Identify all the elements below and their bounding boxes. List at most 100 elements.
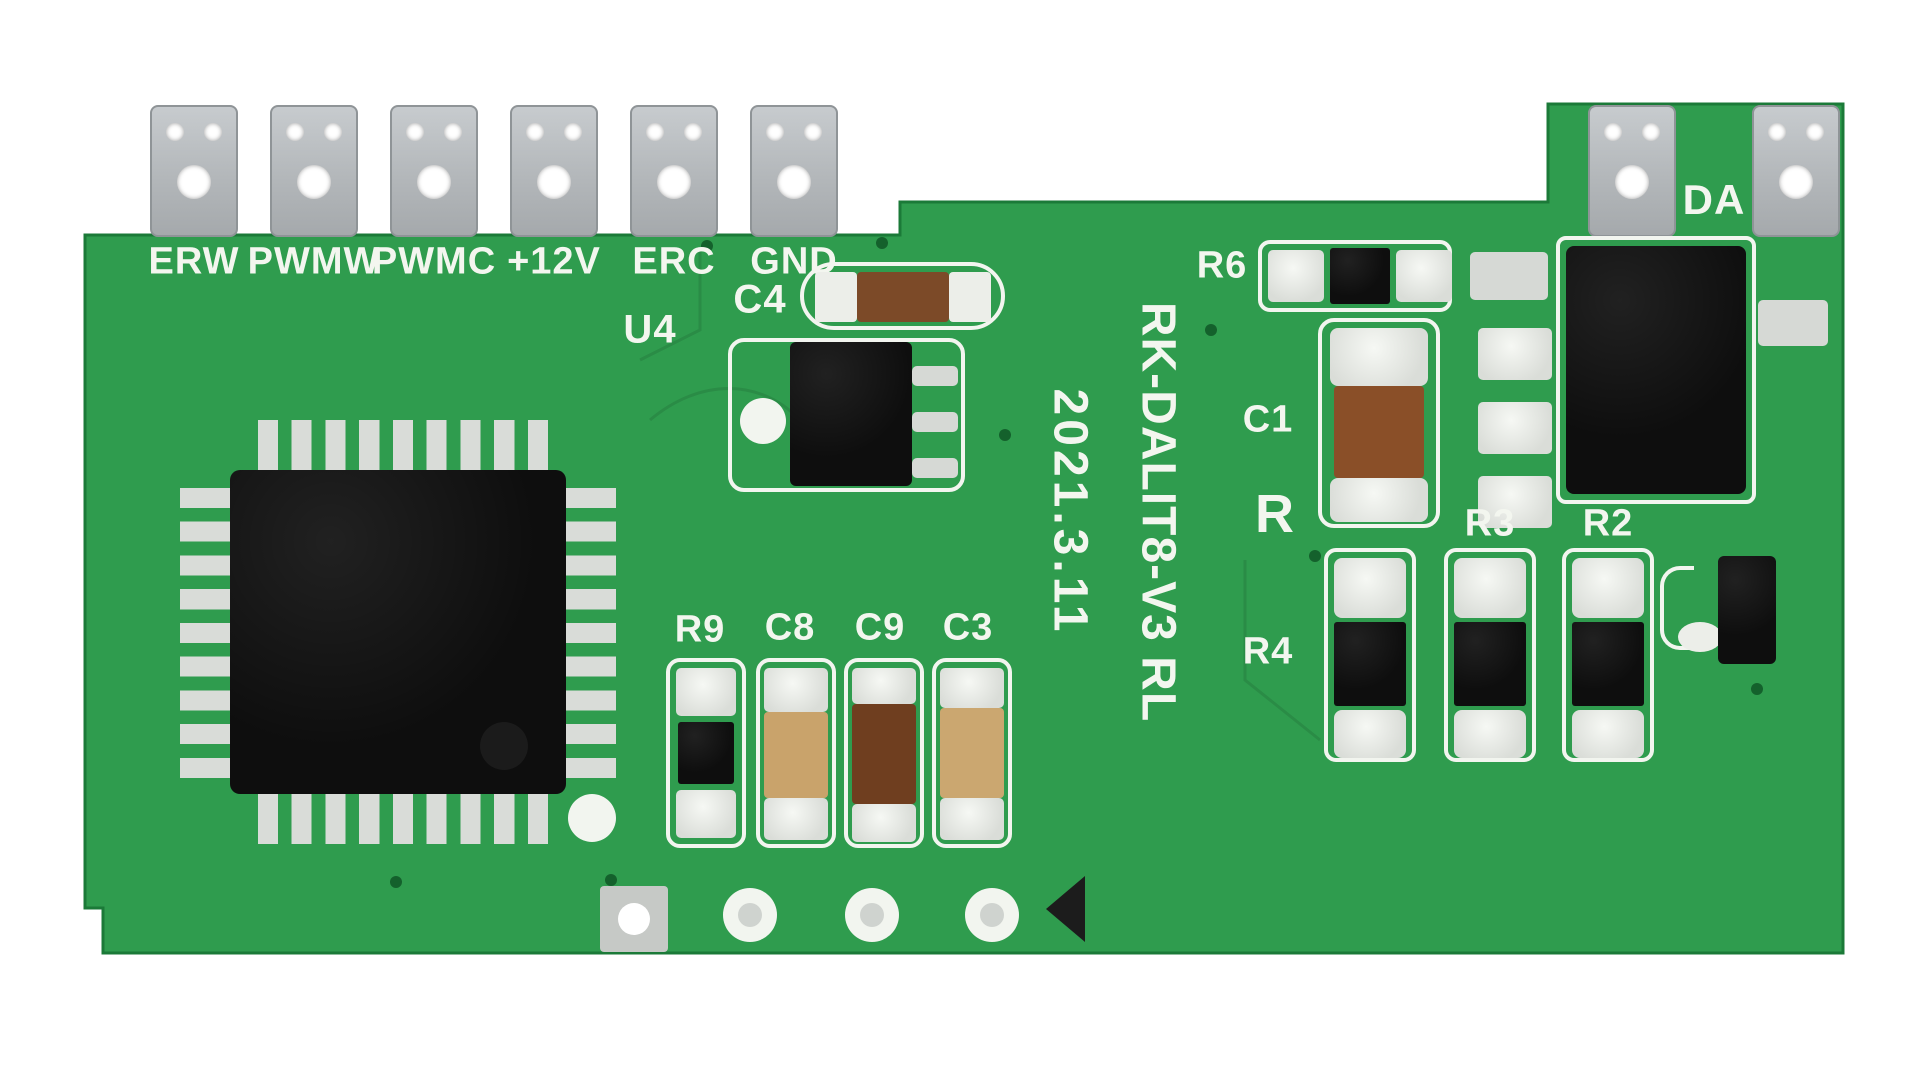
c9-end-cap-top	[852, 668, 916, 704]
u4-pad-circle	[740, 398, 786, 444]
via	[1309, 550, 1321, 562]
terminal-hole	[646, 123, 664, 141]
terminal-tab-da-right	[1752, 105, 1840, 237]
main-ic-leads-left	[180, 488, 232, 778]
c9-end-cap-bottom	[852, 804, 916, 842]
r6-body	[1330, 248, 1390, 304]
c4-end-cap-right	[949, 272, 991, 322]
c1-outline	[1318, 318, 1440, 528]
r3-outline	[1444, 548, 1536, 762]
mount-pad-square	[600, 886, 668, 952]
terminal-tab-12v	[510, 105, 598, 237]
c3-label: C3	[942, 606, 994, 649]
polarity-arrow	[1046, 876, 1085, 942]
via	[390, 876, 402, 888]
terminal-hole	[286, 123, 304, 141]
c3-end-cap-top	[940, 668, 1004, 708]
u4-body	[790, 342, 912, 486]
terminal-tab-erw	[150, 105, 238, 237]
terminal-hole	[766, 123, 784, 141]
u4-label: U4	[623, 307, 677, 352]
terminal-hole	[526, 123, 544, 141]
c3-outline	[932, 658, 1012, 848]
main-ic-pin1-mark	[480, 722, 528, 770]
terminal-tab-pwmw	[270, 105, 358, 237]
mount-pad-hole-2	[845, 888, 899, 942]
terminal-label-da: DA	[1682, 176, 1746, 223]
terminal-hole	[444, 123, 462, 141]
c3-body	[940, 708, 1004, 798]
sot-component-bracket	[1660, 566, 1694, 650]
c9-body	[852, 704, 916, 804]
terminal-hole	[804, 123, 822, 141]
r3-pad-bottom	[1454, 710, 1526, 758]
main-ic-body	[230, 470, 566, 794]
u4-outline	[728, 338, 965, 492]
terminal-hole	[537, 165, 571, 199]
regulator-body	[1566, 246, 1746, 494]
c1-body	[1334, 386, 1424, 478]
r9-body	[678, 722, 734, 784]
mount-pad-hole-3	[965, 888, 1019, 942]
terminal-hole	[657, 165, 691, 199]
terminal-hole	[1768, 123, 1786, 141]
c1-end-cap-top	[1330, 328, 1428, 386]
terminal-hole	[166, 123, 184, 141]
r9-outline	[666, 658, 746, 848]
trace	[639, 250, 702, 362]
terminal-hole	[564, 123, 582, 141]
mount-pad-square-hole	[618, 903, 650, 935]
r2-label: R2	[1582, 502, 1634, 545]
r4-label: R4	[1242, 630, 1294, 673]
terminal-hole	[204, 123, 222, 141]
r4-pad-bottom	[1334, 710, 1406, 758]
r4-body	[1334, 622, 1406, 706]
through-hole-pad	[568, 794, 616, 842]
main-ic-leads-top	[258, 420, 548, 472]
regulator-tab-pad	[1758, 300, 1828, 346]
trace	[1243, 560, 1321, 742]
r2-outline	[1562, 548, 1654, 762]
c1-end-cap-bottom	[1330, 478, 1428, 522]
c4-end-cap-left	[815, 272, 857, 322]
terminal-tab-erc	[630, 105, 718, 237]
terminal-label-pwmc: PWMC	[371, 240, 497, 283]
main-ic-leads-bottom	[258, 792, 548, 844]
via	[701, 240, 713, 252]
c8-body	[764, 712, 828, 798]
unpopulated-pad	[1470, 252, 1548, 300]
c4-outline	[800, 262, 1005, 330]
c4-body	[857, 272, 949, 322]
c1-label: C1	[1242, 398, 1294, 441]
r6-pad-right	[1396, 250, 1452, 302]
u4-lead	[912, 366, 958, 386]
r3-label: R3	[1464, 502, 1516, 545]
terminal-hole	[417, 165, 451, 199]
terminal-hole	[177, 165, 211, 199]
regulator-pad-3	[1478, 476, 1552, 528]
terminal-tab-pwmc	[390, 105, 478, 237]
terminal-hole	[1806, 123, 1824, 141]
terminal-hole	[406, 123, 424, 141]
terminal-label-pwmw: PWMW	[247, 240, 381, 283]
r4-pad-top	[1334, 558, 1406, 618]
u4-lead	[912, 458, 958, 478]
u4-lead	[912, 412, 958, 432]
regulator-pad-1	[1478, 328, 1552, 380]
r2-pad-top	[1572, 558, 1644, 618]
terminal-hole	[684, 123, 702, 141]
terminal-hole	[1615, 165, 1649, 199]
main-ic-leads-right	[564, 488, 616, 778]
board-model-text: RK-DALIT8-V3 RL	[1131, 301, 1185, 723]
terminal-label-erw: ERW	[148, 240, 240, 283]
via	[605, 874, 617, 886]
terminal-hole	[324, 123, 342, 141]
c3-end-cap-bottom	[940, 798, 1004, 840]
c8-end-cap-bottom	[764, 798, 828, 840]
via	[876, 237, 888, 249]
via	[1205, 324, 1217, 336]
mount-pad-hole-1	[723, 888, 777, 942]
terminal-tab-gnd	[750, 105, 838, 237]
r-label: R	[1255, 484, 1295, 544]
